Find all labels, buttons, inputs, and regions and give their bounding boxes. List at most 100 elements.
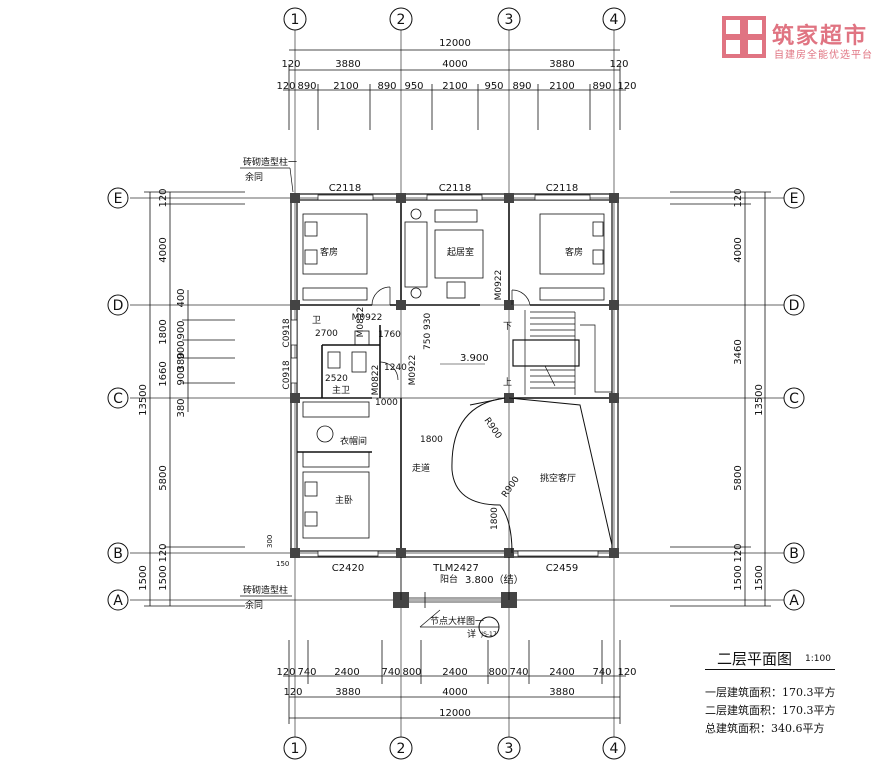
right-dimensions — [670, 191, 771, 607]
area-total: 总建筑面积：340.6平方 — [705, 722, 825, 735]
door-label-m5: M0822 — [371, 365, 381, 396]
svg-text:B: B — [113, 546, 123, 562]
svg-text:900: 900 — [176, 366, 187, 385]
bottom-dimension-text: 120 740 2400 740 800 2400 800 740 2400 7… — [276, 667, 636, 719]
window-label-c0918b: C0918 — [282, 360, 292, 389]
title-underline — [705, 669, 835, 670]
svg-text:3880: 3880 — [549, 59, 574, 70]
axis-row-D-right: D — [783, 294, 805, 316]
dim-2520: 2520 — [325, 374, 348, 384]
svg-text:120: 120 — [158, 543, 169, 562]
svg-text:1: 1 — [291, 741, 300, 757]
axis-row-B-right: B — [783, 542, 805, 564]
svg-text:800: 800 — [402, 667, 421, 678]
svg-text:详: 详 — [467, 628, 476, 640]
dim-1000: 1000 — [375, 398, 398, 408]
drawing-title: 二层平面图 — [717, 650, 793, 668]
axis-col-2-bottom: 2 — [389, 736, 413, 760]
svg-text:740: 740 — [592, 667, 611, 678]
svg-text:13500: 13500 — [754, 384, 765, 416]
svg-text:3880: 3880 — [335, 59, 360, 70]
svg-text:890: 890 — [377, 81, 396, 92]
svg-text:13500: 13500 — [138, 384, 149, 416]
door-swings — [371, 286, 531, 381]
top-dimensions — [283, 49, 626, 130]
svg-text:890: 890 — [512, 81, 531, 92]
svg-text:380: 380 — [176, 352, 187, 371]
svg-text:1500: 1500 — [754, 565, 765, 590]
brand-slogan: 自建房全能优选平台 — [774, 50, 873, 61]
axis-col-3: 3 — [497, 7, 521, 31]
dim-300: 300 — [266, 535, 274, 548]
dim-150: 150 — [276, 560, 289, 568]
svg-text:4: 4 — [610, 741, 619, 757]
svg-text:800: 800 — [488, 667, 507, 678]
svg-text:2100: 2100 — [333, 81, 358, 92]
svg-text:1500: 1500 — [158, 565, 169, 590]
svg-text:2400: 2400 — [334, 667, 359, 678]
svg-text:5800: 5800 — [733, 465, 744, 490]
svg-text:900: 900 — [176, 320, 187, 339]
axis-col-4: 4 — [602, 7, 626, 31]
axis-row-C: C — [107, 387, 129, 409]
room-bath2: 主卫 — [332, 384, 350, 396]
grid-lines — [130, 30, 785, 738]
svg-text:12000: 12000 — [439, 38, 471, 49]
svg-text:2100: 2100 — [442, 81, 467, 92]
room-bath1: 卫 — [312, 316, 321, 326]
window-label-4: C2420 — [332, 563, 364, 574]
room-living: 起居室 — [447, 246, 474, 258]
room-corridor: 走道 — [412, 462, 430, 474]
brand-name: 筑家超市 — [772, 24, 869, 49]
detail-callout: 节点大样图一 详 JS-17 — [419, 609, 500, 640]
dim-750: 750 — [423, 333, 433, 350]
svg-text:E: E — [790, 191, 799, 207]
svg-text:JS-17: JS-17 — [480, 631, 497, 638]
svg-text:1: 1 — [291, 12, 300, 28]
door-label-m3: M0922 — [408, 355, 418, 386]
stair — [512, 310, 612, 395]
svg-text:12000: 12000 — [439, 708, 471, 719]
svg-text:3: 3 — [505, 741, 514, 757]
sofa — [404, 221, 428, 288]
axis-row-E: E — [107, 187, 129, 209]
dim-2700: 2700 — [315, 329, 338, 339]
note-top-1: 砖砌造型柱一 — [243, 156, 297, 168]
axis-row-E-right: E — [783, 187, 805, 209]
svg-text:380: 380 — [176, 398, 187, 417]
svg-text:4000: 4000 — [733, 237, 744, 262]
windows — [290, 194, 599, 557]
svg-text:节点大样图一: 节点大样图一 — [430, 615, 484, 627]
svg-text:740: 740 — [509, 667, 528, 678]
note-top-2: 余同 — [245, 171, 263, 183]
room-void: 挑空客厅 — [540, 472, 576, 484]
stair-up: 上 — [503, 377, 512, 388]
area-floor1: 一层建筑面积：170.3平方 — [705, 686, 836, 699]
svg-text:E: E — [114, 191, 123, 207]
room-master: 主卧 — [335, 494, 353, 506]
window-label-5: C2459 — [546, 563, 578, 574]
window-label-3: C2118 — [546, 183, 578, 194]
svg-text:900: 900 — [176, 340, 187, 359]
svg-text:C: C — [113, 391, 123, 407]
room-cloak: 衣帽间 — [340, 435, 367, 447]
bed-guest1 — [302, 213, 368, 275]
axis-col-3-bottom: 3 — [497, 736, 521, 760]
svg-text:4000: 4000 — [442, 59, 467, 70]
svg-text:740: 740 — [381, 667, 400, 678]
svg-text:3880: 3880 — [549, 687, 574, 698]
svg-text:D: D — [113, 298, 124, 314]
dim-1760: 1760 — [378, 330, 401, 340]
columns — [290, 193, 619, 608]
svg-text:4000: 4000 — [442, 687, 467, 698]
svg-text:950: 950 — [484, 81, 503, 92]
dim-1240: 1240 — [384, 363, 407, 373]
svg-text:950: 950 — [404, 81, 423, 92]
svg-text:120: 120 — [283, 687, 302, 698]
room-guest1: 客房 — [320, 246, 338, 258]
axis-col-2: 2 — [389, 7, 413, 31]
svg-text:2400: 2400 — [549, 667, 574, 678]
floor-elevation: 3.900 — [460, 353, 489, 364]
note-bot-1: 砖砌造型柱 — [243, 584, 288, 596]
